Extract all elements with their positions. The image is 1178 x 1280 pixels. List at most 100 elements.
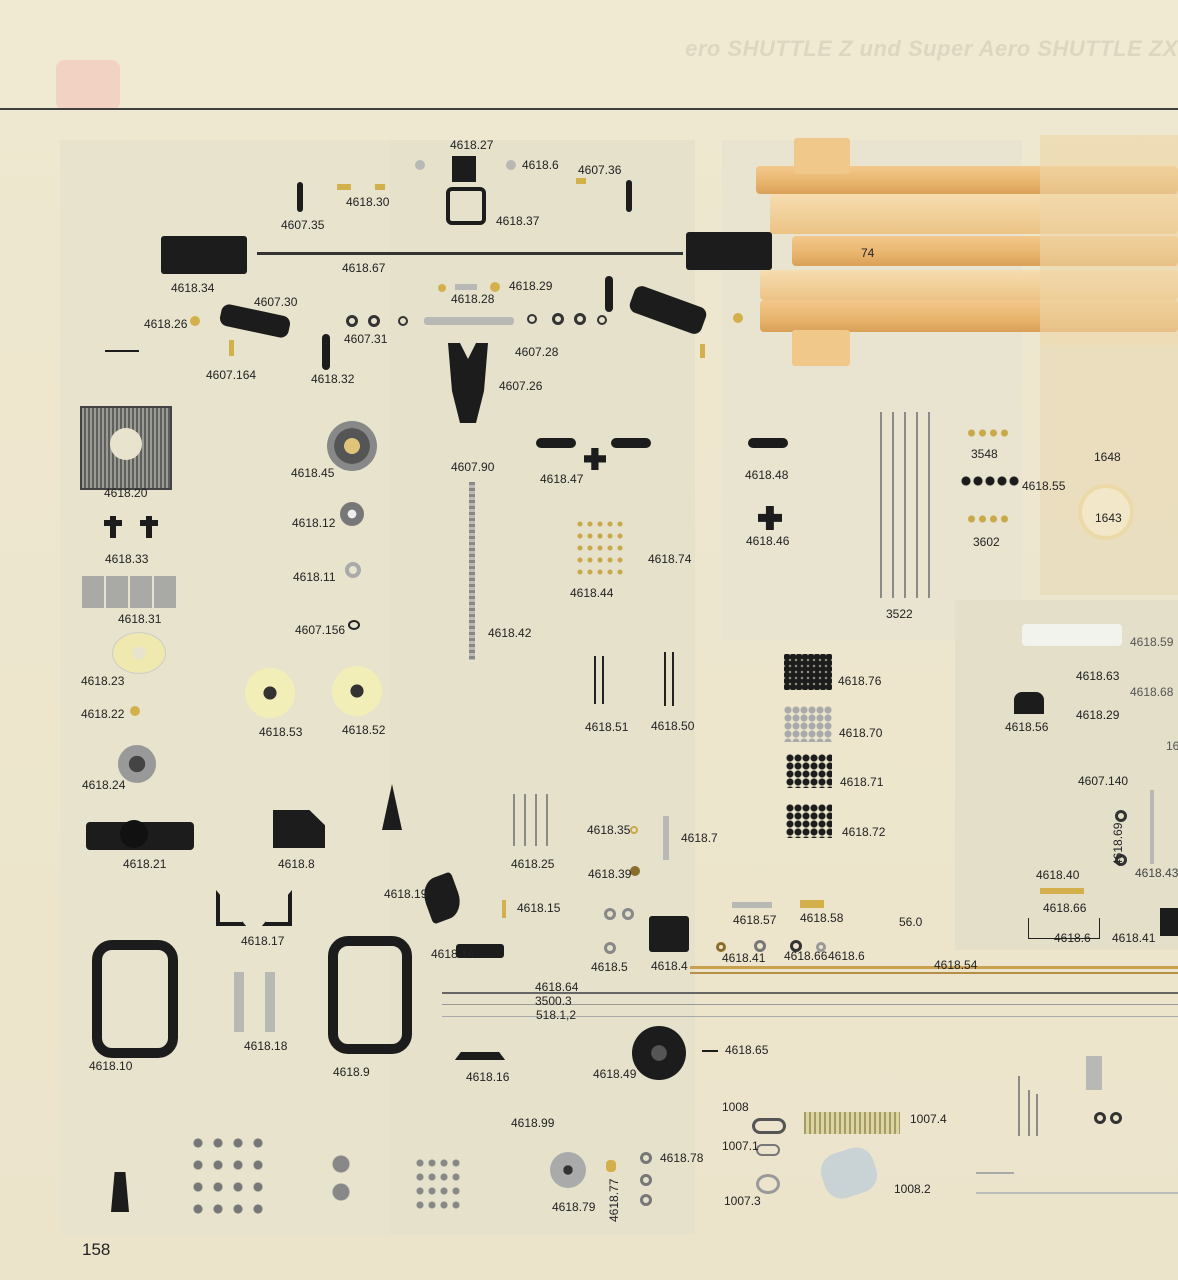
header-ghost-text bbox=[56, 30, 60, 46]
part-label-3522: 3522 bbox=[886, 607, 913, 621]
exhaust-gasket-icon bbox=[752, 1118, 786, 1134]
control-rod-icon bbox=[672, 652, 674, 706]
part-label-4618-25: 4618.25 bbox=[511, 857, 555, 871]
threaded-rod-icon bbox=[513, 794, 515, 846]
part-label-4618-34: 4618.34 bbox=[171, 281, 215, 295]
canopy-grommet-icon bbox=[1078, 484, 1134, 540]
part-label-4618-11: 4618.11 bbox=[293, 570, 336, 584]
wire-rod-icon bbox=[880, 412, 882, 598]
part-label-4618-29: 4618.29 bbox=[509, 279, 553, 293]
part-label-3548: 3548 bbox=[971, 447, 998, 461]
part-label-4618-17: 4618.17 bbox=[241, 934, 285, 948]
gasket-icon bbox=[756, 1144, 780, 1156]
part-label-4607-26: 4607.26 bbox=[499, 379, 543, 393]
flybar-paddle-icon bbox=[686, 232, 772, 270]
part-label-4618-24: 4618.24 bbox=[82, 778, 126, 792]
brass-pin-icon bbox=[700, 344, 705, 358]
part-label-4618-55: 4618.55 bbox=[1022, 479, 1066, 493]
brass-pin-icon bbox=[576, 178, 586, 184]
brand-logo bbox=[56, 60, 120, 110]
part-label-4618-45: 4618.45 bbox=[291, 466, 335, 480]
brass-bushing-icon bbox=[606, 1160, 616, 1172]
part-label-4618-6: 4618.6 bbox=[522, 158, 559, 172]
blade-grip-icon bbox=[748, 438, 788, 448]
tail-drive-wire-icon bbox=[690, 966, 1178, 969]
part-label-4618-31: 4618.31 bbox=[118, 612, 162, 626]
tail-bracket-icon bbox=[1086, 1056, 1102, 1090]
part-label-4607-164: 4607.164 bbox=[206, 368, 257, 382]
linkage-rod-icon bbox=[297, 182, 303, 212]
bearing-icon bbox=[597, 315, 607, 325]
part-label-4618-66: 4618.66 bbox=[1043, 901, 1087, 915]
bellcrank-mount-icon bbox=[446, 187, 486, 225]
part-label-4618-14: 4618.14 bbox=[431, 947, 475, 961]
part-label-4618-5: 4618.5 bbox=[591, 960, 628, 974]
part-label-74: 74 bbox=[861, 246, 875, 260]
part-label-4618-37: 4618.37 bbox=[496, 214, 540, 228]
bearing-icon bbox=[640, 1152, 652, 1164]
wire-rod-icon bbox=[916, 412, 918, 598]
control-rod-icon bbox=[664, 652, 666, 706]
part-label-4618-78: 4618.78 bbox=[660, 1151, 704, 1165]
part-label-4618-41-b: 4618.41 bbox=[1112, 931, 1156, 945]
part-label-56-0: 56.0 bbox=[899, 915, 923, 929]
part-label-4618-39: 4618.39 bbox=[588, 867, 632, 881]
screw-set-icon bbox=[414, 1156, 462, 1212]
hub-icon bbox=[120, 820, 148, 848]
bearing-icon bbox=[506, 160, 516, 170]
rod-icon bbox=[976, 1192, 1178, 1194]
push-rod-icon bbox=[442, 992, 1178, 994]
part-label-4618-54: 4618.54 bbox=[934, 958, 978, 972]
clevis-icon bbox=[456, 944, 504, 958]
heat-sink-plates-icon bbox=[82, 576, 178, 608]
part-label-1643: 1643 bbox=[1095, 511, 1122, 525]
shaft-icon bbox=[1150, 790, 1154, 864]
part-label-16: 16 bbox=[1166, 739, 1178, 753]
ball-icon bbox=[438, 284, 446, 292]
part-label-4618-51: 4618.51 bbox=[585, 720, 629, 734]
part-label-4618-53: 4618.53 bbox=[259, 725, 303, 739]
exhaust-spring-icon bbox=[804, 1112, 900, 1134]
ball-links-icon bbox=[966, 420, 1010, 446]
part-label-4618-49: 4618.49 bbox=[593, 1067, 637, 1081]
part-label-4618-67: 4618.67 bbox=[342, 261, 386, 275]
control-rod-icon bbox=[594, 656, 596, 704]
part-label-4618-63: 4618.63 bbox=[1076, 669, 1120, 683]
pinion-gear-icon bbox=[340, 502, 364, 526]
part-label-4618-23: 4618.23 bbox=[81, 674, 125, 688]
part-label-4618-72: 4618.72 bbox=[842, 825, 886, 839]
part-label-4618-58: 4618.58 bbox=[800, 911, 844, 925]
part-label-4618-16: 4618.16 bbox=[466, 1070, 510, 1084]
bearing-icon bbox=[640, 1174, 652, 1186]
part-label-1007-1: 1007.1 bbox=[722, 1139, 759, 1153]
blade-grip-icon bbox=[611, 438, 651, 448]
bearing-icon bbox=[1115, 854, 1127, 866]
part-label-4618-22: 4618.22 bbox=[81, 707, 125, 721]
ball-icon bbox=[490, 282, 500, 292]
nozzle-icon bbox=[111, 1172, 129, 1212]
bracket-icon bbox=[234, 972, 244, 1032]
wire-rod-icon bbox=[904, 412, 906, 598]
bearing-icon bbox=[527, 314, 537, 324]
bearing-icon bbox=[816, 942, 826, 952]
page-header: ero SHUTTLE Z und Super Aero SHUTTLE ZX bbox=[0, 0, 1178, 110]
threaded-rod-icon bbox=[546, 794, 548, 846]
gear-wheel-icon bbox=[332, 666, 382, 716]
ball-links-icon bbox=[960, 470, 1020, 492]
part-label-4618-33: 4618.33 bbox=[105, 552, 149, 566]
bearing-icon bbox=[346, 315, 358, 327]
shaft-icon bbox=[732, 902, 772, 908]
clamp-icon bbox=[756, 1174, 780, 1194]
bearing-icon bbox=[368, 315, 380, 327]
main-gear-icon bbox=[632, 1026, 686, 1080]
hinge-pin-icon bbox=[455, 284, 477, 290]
brass-pin-icon bbox=[229, 340, 234, 356]
pin-icon bbox=[702, 1050, 718, 1052]
bearing-icon bbox=[754, 940, 766, 952]
part-label-4618-19: 4618.19 bbox=[384, 887, 428, 901]
brass-nut-icon bbox=[130, 706, 140, 716]
part-label-4618-40: 4618.40 bbox=[1036, 868, 1080, 882]
link-icon bbox=[605, 276, 613, 312]
bearing-icon bbox=[398, 316, 408, 326]
